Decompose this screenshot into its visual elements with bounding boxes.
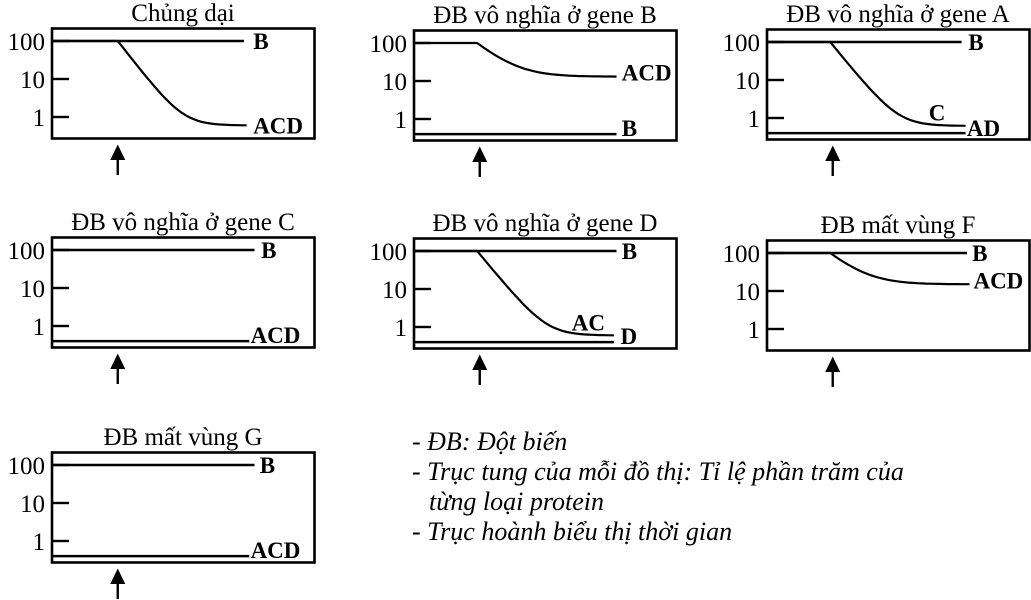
chart-title: ĐB vô nghĩa ở gene B [433,2,657,29]
series-curve-ACD [414,41,617,78]
series-label-C: C [929,101,946,126]
series-label-B: B [260,453,275,478]
up-arrow-icon [110,353,126,369]
up-arrow-icon [472,354,488,370]
series-label-B: B [968,30,983,55]
chart-title: ĐB mất vùng F [820,212,976,239]
plot-box [765,28,1031,141]
series-label-B: B [622,239,637,264]
y-tick-label: 100 [370,31,408,58]
plot-box [765,239,1031,352]
note-line: từng loại protein [429,487,604,516]
series-label-D: D [620,324,637,349]
y-tick-label: 100 [723,241,761,268]
series-curve-C [767,40,966,127]
up-arrow-icon [110,144,126,160]
y-tick-label: 10 [735,68,760,95]
series-label-B: B [622,116,637,141]
y-tick-label: 10 [735,279,760,306]
y-tick-label: 10 [20,276,45,303]
chart-title: ĐB vô nghĩa ở gene C [71,209,295,236]
series-label-AD: AD [967,116,1000,141]
up-arrow-icon [825,145,841,161]
y-tick-label: 10 [20,491,45,518]
y-tick-label: 100 [8,29,46,56]
y-tick-label: 1 [395,107,408,134]
series-label-B: B [972,241,987,266]
plot-box [50,236,316,349]
chart-plot: 100 10 1 B ACD [8,27,316,175]
series-label-ACD: ACD [251,323,301,348]
series-label-ACD: ACD [253,113,303,138]
up-arrow-icon [472,146,488,162]
series-label-ACD: ACD [973,268,1023,293]
chart-plot: 100 10 1 ACD B [370,29,678,177]
chart-title: Chủng dại [131,0,235,27]
y-tick-label: 1 [748,317,761,344]
note-line: - Trục tung của mỗi đồ thị: Tỉ lệ phần t… [412,457,904,486]
y-tick-label: 1 [33,314,46,341]
series-curve-ACD [767,251,970,286]
y-tick-label: 1 [33,105,46,132]
y-tick-label: 1 [395,315,408,342]
plot-box [50,27,316,140]
y-tick-label: 1 [748,106,761,133]
series-label-ACD: ACD [251,538,301,563]
y-tick-label: 100 [8,238,46,265]
chart-plot: 100 10 1 B C AD [723,28,1031,176]
y-tick-label: 10 [382,277,407,304]
y-tick-label: 10 [20,67,45,94]
y-tick-label: 100 [370,239,408,266]
y-tick-label: 1 [33,529,46,556]
y-tick-label: 100 [723,30,761,57]
up-arrow-icon [110,568,126,584]
plot-box [412,29,678,142]
y-tick-label: 10 [382,69,407,96]
up-arrow-icon [825,356,841,372]
figure-notes: - ĐB: Đột biến - Trục tung của mỗi đồ th… [412,427,904,547]
series-label-B: B [253,29,268,54]
note-line: - ĐB: Đột biến [412,427,568,456]
chart-title: ĐB mất vùng G [103,424,263,451]
y-tick-label: 100 [8,453,46,480]
series-label-AC: AC [572,311,605,336]
note-line: - Trục hoành biểu thị thời gian [412,517,733,546]
chart-plot: 100 10 1 B AC D [370,237,678,385]
chart-title: ĐB vô nghĩa ở gene A [786,1,1010,28]
series-label-ACD: ACD [622,61,672,86]
chart-title: ĐB vô nghĩa ở gene D [432,210,658,237]
series-curve-ACD [52,39,247,127]
chart-plot: 100 10 1 B ACD [8,451,316,599]
plot-box [50,451,316,564]
plot-box [412,237,678,350]
chart-plot: 100 10 1 B ACD [8,236,316,384]
series-label-B: B [261,238,276,263]
series-curve-AC [414,249,614,337]
